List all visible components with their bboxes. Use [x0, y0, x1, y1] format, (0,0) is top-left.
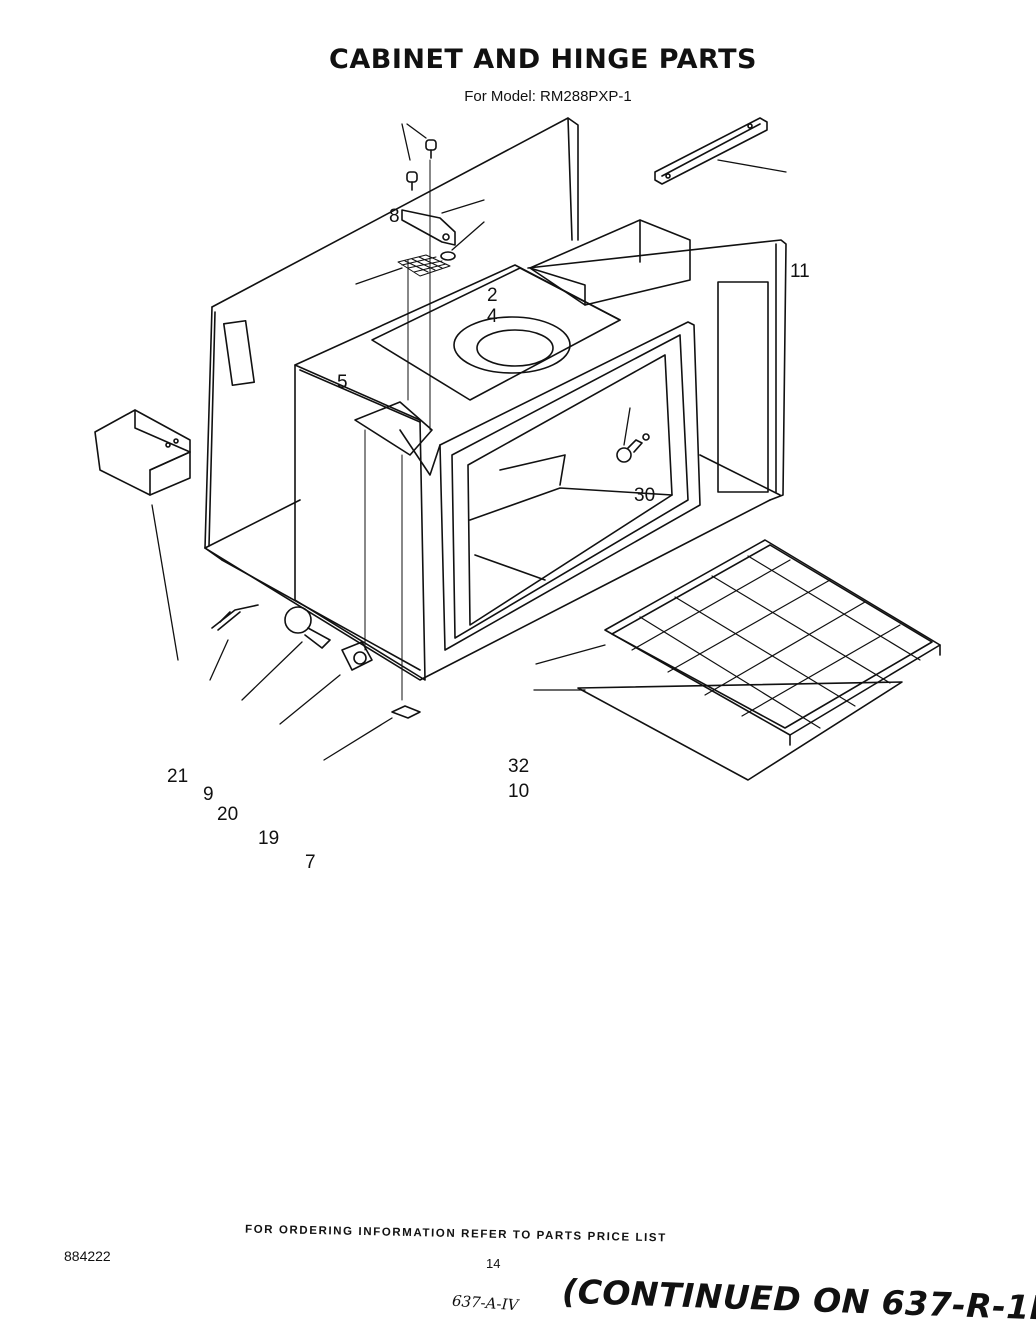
- screw-8: [406, 139, 437, 191]
- callout-30: 30: [634, 485, 656, 506]
- lamp-bulb-20: [284, 606, 331, 649]
- exploded-parts-diagram: 8 2 4 5 11 30 21 9 20 19 7 32 10: [0, 100, 1036, 872]
- handwritten-reference: 637-A-IV: [451, 1291, 519, 1315]
- oven-rack-32: [604, 539, 941, 746]
- clip-7: [391, 705, 421, 719]
- door-frame: [439, 321, 701, 651]
- stirrer-housing: [371, 267, 621, 401]
- callout-19: 19: [258, 828, 280, 849]
- callout-11: 11: [790, 261, 810, 282]
- continued-note: (CONTINUED ON 637-R-1I: [561, 1271, 1036, 1327]
- cabinet-right-panel: [527, 239, 787, 501]
- cabinet-drawing: [94, 117, 941, 781]
- lamp-socket-19: [341, 641, 373, 671]
- hinge-plate-2: [401, 209, 456, 246]
- callout-4: 4: [487, 306, 498, 327]
- callout-5: 5: [337, 372, 348, 393]
- callout-32: 32: [508, 756, 530, 777]
- cabinet-floor: [204, 499, 771, 681]
- callout-21: 21: [167, 766, 189, 787]
- bracket-21: [94, 409, 191, 496]
- leader-lines: [151, 123, 787, 761]
- tray-10: [577, 681, 903, 781]
- oven-cavity-box: [294, 364, 426, 681]
- page-number: 14: [486, 1256, 501, 1271]
- right-vent: [717, 281, 769, 493]
- callout-20: 20: [217, 804, 239, 825]
- stud-9: [211, 604, 259, 631]
- callout-10: 10: [508, 781, 530, 802]
- model-subtitle: For Model: RM288PXP-1: [464, 88, 632, 105]
- callout-2: 2: [487, 285, 498, 306]
- stirrer-ring: [453, 316, 571, 374]
- ordering-note: FOR ORDERING INFORMATION REFER TO PARTS …: [244, 1223, 667, 1245]
- side-vent: [222, 319, 256, 387]
- waveguide-box: [529, 219, 691, 306]
- callout-7: 7: [305, 852, 316, 873]
- page-title: CABINET AND HINGE PARTS: [329, 44, 757, 75]
- cabinet-back-panel: [211, 117, 579, 308]
- callout-8: 8: [389, 206, 400, 227]
- rail-11: [654, 117, 768, 185]
- switch-30: [616, 433, 650, 463]
- washer-4: [440, 251, 456, 261]
- callout-9: 9: [203, 784, 214, 805]
- drawing-code: 884222: [64, 1248, 111, 1264]
